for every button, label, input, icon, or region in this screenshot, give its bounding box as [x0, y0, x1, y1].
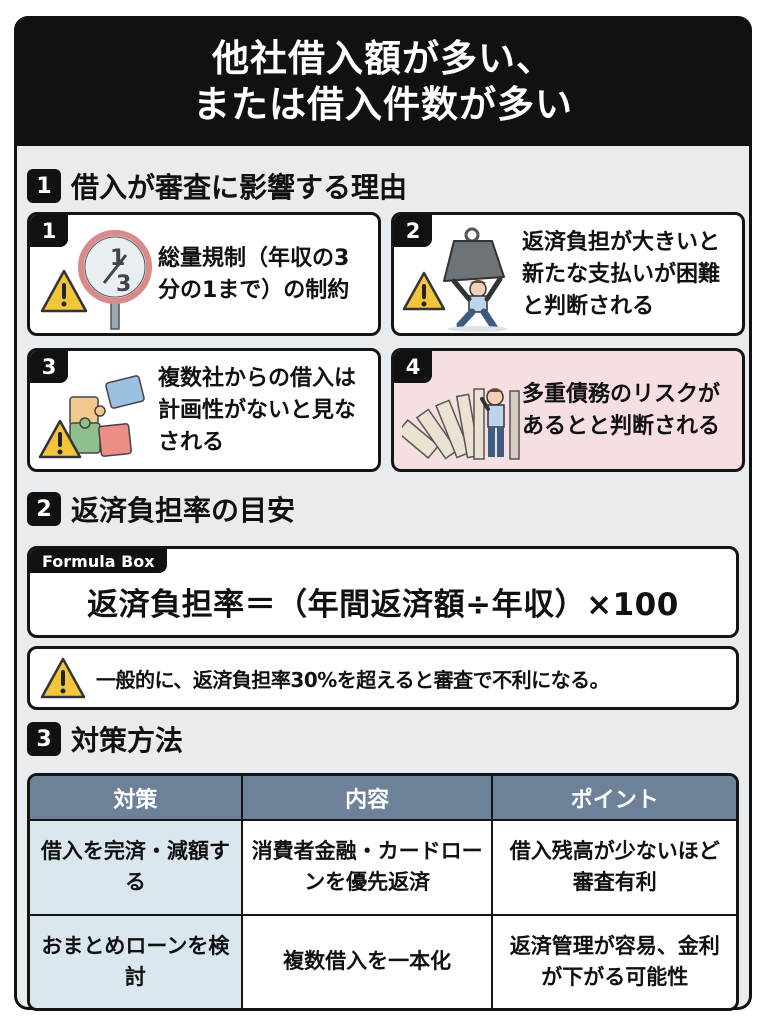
heavy-weight-icon: [443, 227, 505, 282]
person-icon: [448, 276, 508, 332]
section-number-badge: 1: [27, 169, 61, 203]
formula-text: 返済負担率＝（年間返済額÷年収）×100: [87, 587, 679, 623]
section-title: 返済負担率の目安: [71, 494, 296, 527]
table-cell: おまとめローンを検討: [30, 914, 243, 1008]
table-row: 借入を完済・減額する 消費者金融・カードローンを優先返済 借入残高が少ないほど審…: [30, 820, 736, 916]
dominoes-icon: [396, 388, 520, 460]
title-line-1: 他社借入額が多い、: [212, 37, 554, 80]
puzzle-pieces-icon: [69, 375, 145, 457]
table-row: おまとめローンを検討 複数借入を一本化 返済管理が容易、金利が下がる可能性: [30, 914, 736, 1008]
content-area: 1 借入が審査に影響する理由 1 1: [17, 146, 749, 1011]
countermeasures-table: 対策 内容 ポイント 借入を完済・減額する 消費者金融・カードローンを優先返済 …: [27, 773, 739, 1011]
dominoes-illustration: [396, 361, 522, 469]
warning-icon: [38, 419, 82, 459]
card-text: 返済負担が大きいと新たな支払いが困難と判断される: [522, 230, 721, 319]
section-number-badge: 3: [27, 722, 61, 756]
section-3-heading: 3 対策方法: [27, 719, 183, 759]
formula-box: Formula Box 返済負担率＝（年間返済額÷年収）×100: [27, 546, 739, 638]
card-text: 多重債務のリスクがあるとと判断される: [522, 382, 721, 439]
reason-card-1: 1 1 3: [27, 212, 381, 336]
one-third-sign-icon: 1 3: [78, 230, 152, 330]
card-text: 総量規制（年収の3分の1まで）の制約: [158, 246, 350, 303]
section-number-badge: 2: [27, 492, 61, 526]
table-cell: 消費者金融・カードローンを優先返済: [241, 820, 494, 916]
heavy-burden-illustration: [402, 225, 522, 333]
section-2-heading: 2 返済負担率の目安: [27, 489, 295, 529]
table-cell: 借入を完済・減額する: [30, 820, 243, 916]
warning-icon: [40, 657, 86, 699]
warning-icon: [40, 269, 88, 313]
card-number-badge: 1: [30, 215, 68, 247]
formula-box-label: Formula Box: [30, 549, 167, 573]
column-header: 対策: [30, 776, 243, 821]
table-cell: 複数借入を一本化: [241, 914, 494, 1008]
column-header: 内容: [241, 776, 494, 821]
section-title: 借入が審査に影響する理由: [71, 171, 408, 204]
person-icon: [480, 388, 505, 457]
reason-card-2: 2: [391, 212, 745, 336]
page-title: 他社借入額が多い、 または借入件数が多い: [17, 19, 749, 145]
warning-icon: [402, 271, 446, 311]
title-line-2: または借入件数が多い: [193, 83, 573, 126]
section-1-heading: 1 借入が審査に影響する理由: [27, 166, 407, 206]
card-number-badge: 2: [394, 215, 432, 247]
card-number-badge: 4: [394, 351, 432, 383]
section-title: 対策方法: [71, 724, 184, 757]
one-third-sign-illustration: 1 3: [38, 225, 158, 333]
warning-text: 一般的に、返済負担率30%を超えると審査で不利になる。: [96, 667, 610, 692]
card-text: 複数社からの借入は計画性がないと見なされる: [158, 366, 357, 455]
reason-card-4: 4: [391, 348, 745, 472]
svg-text:1: 1: [110, 246, 125, 271]
column-header: ポイント: [492, 776, 736, 821]
table-cell: 返済管理が容易、金利が下がる可能性: [509, 933, 720, 989]
infographic-frame: 他社借入額が多い、 または借入件数が多い 1 借入が審査に影響する理由 1: [14, 16, 752, 1011]
puzzle-illustration: [38, 361, 158, 469]
reason-card-3: 3: [27, 348, 381, 472]
table-cell: 借入残高が少ないほど審査有利: [492, 820, 736, 916]
svg-text:3: 3: [116, 272, 131, 297]
table-header-row: 対策 内容 ポイント: [30, 776, 736, 821]
warning-note: 一般的に、返済負担率30%を超えると審査で不利になる。: [27, 646, 739, 710]
card-number-badge: 3: [30, 351, 68, 383]
